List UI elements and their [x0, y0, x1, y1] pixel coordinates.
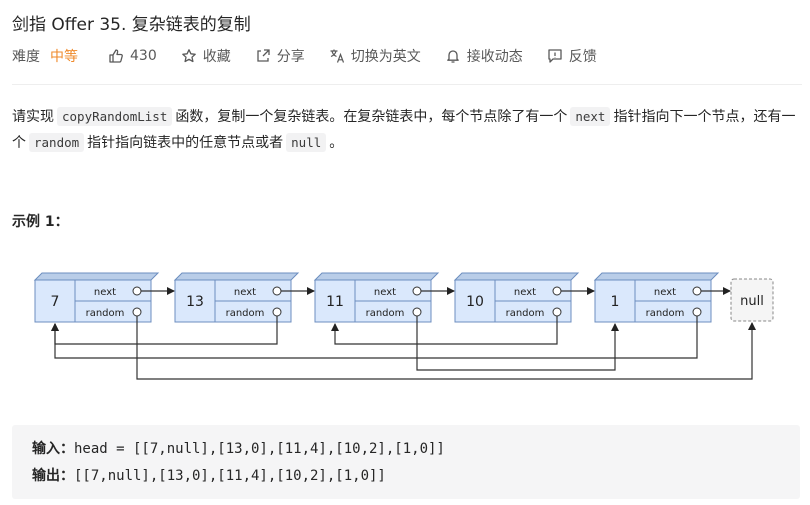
switch-language-label: 切换为英文 — [350, 49, 421, 65]
random-arrow — [51, 316, 698, 359]
random-label: random — [506, 308, 545, 319]
desc-text-2: 函数，复制一个复杂链表。在复杂链表中，每个节点除了有一个 — [175, 109, 568, 125]
next-pointer-dot — [412, 286, 422, 296]
node-random-cell — [634, 300, 712, 323]
inline-code-random: random — [29, 133, 85, 152]
share-label: 分享 — [276, 49, 305, 65]
random-label: random — [86, 308, 125, 319]
random-pointer-dot — [412, 307, 422, 317]
header-divider — [12, 84, 802, 85]
list-node: 11 next random — [313, 272, 440, 323]
node-value: 13 — [186, 294, 204, 310]
node-random-cell — [354, 300, 432, 323]
node-value: 10 — [466, 294, 484, 310]
bell-icon — [446, 50, 459, 63]
difficulty-badge: 中等 — [50, 49, 78, 65]
node-value-cell — [34, 279, 76, 323]
input-value: head = [[7,null],[13,0],[11,4],[10,2],[1… — [74, 441, 445, 457]
node-top-face — [313, 272, 440, 281]
feedback-label: 反馈 — [568, 49, 597, 65]
inline-code-null: null — [286, 133, 327, 152]
node-value: 11 — [326, 294, 344, 310]
node-random-cell — [494, 300, 572, 323]
node-top-face — [33, 272, 160, 281]
next-pointer-dot — [692, 286, 702, 296]
thumbs-up-icon — [109, 49, 123, 63]
example-io-block: 输入：head = [[7,null],[13,0],[11,4],[10,2]… — [12, 425, 800, 499]
translate-icon — [330, 49, 344, 63]
node-value: 7 — [51, 294, 60, 310]
example-title: 示例 1： — [12, 214, 69, 230]
linked-list-diagram: 7 next random 13 next random 11 next random 10 nex… — [33, 272, 774, 380]
next-label: next — [514, 287, 536, 298]
next-label: next — [234, 287, 256, 298]
random-pointer-dot — [132, 307, 142, 317]
inline-code-function: copyRandomList — [57, 107, 173, 126]
random-arrow — [331, 316, 558, 345]
node-value-cell — [174, 279, 216, 323]
null-node: null — [730, 278, 774, 322]
input-line: 输入：head = [[7,null],[13,0],[11,4],[10,2]… — [32, 438, 445, 458]
next-label: next — [654, 287, 676, 298]
desc-text-5: 。 — [329, 135, 344, 151]
input-label: 输入： — [32, 441, 74, 457]
node-top-face — [173, 272, 300, 281]
next-pointer-dot — [272, 286, 282, 296]
random-arrow — [416, 316, 619, 371]
node-top-face — [453, 272, 580, 281]
like-count: 430 — [130, 48, 157, 64]
problem-meta-bar: 难度 中等 430 收藏 分享 切换为英文 接收动态 反馈 — [12, 46, 621, 66]
desc-text-1: 请实现 — [12, 109, 54, 125]
feedback-button[interactable]: 反馈 — [547, 46, 597, 66]
node-random-cell — [74, 300, 152, 323]
random-pointer-dot — [272, 307, 282, 317]
collect-button[interactable]: 收藏 — [181, 46, 231, 66]
share-button[interactable]: 分享 — [255, 46, 305, 66]
list-node: 1 next random — [593, 272, 720, 323]
null-box — [730, 278, 774, 322]
notify-button[interactable]: 接收动态 — [445, 46, 523, 66]
like-button[interactable]: 430 — [108, 48, 157, 64]
desc-text-4: 指针指向链表中的任意节点或者 — [87, 135, 284, 151]
next-pointer-dot — [132, 286, 142, 296]
share-icon — [257, 49, 270, 62]
random-pointer-dot — [692, 307, 702, 317]
collect-label: 收藏 — [202, 49, 231, 65]
random-label: random — [226, 308, 265, 319]
list-node: 10 next random — [453, 272, 580, 323]
random-label: random — [646, 308, 685, 319]
output-value: [[7,null],[13,0],[11,4],[10,2],[1,0]] — [74, 468, 386, 484]
random-pointer-dot — [552, 307, 562, 317]
list-node: 7 next random — [33, 272, 160, 323]
difficulty-label: 难度 — [12, 49, 40, 65]
switch-language-button[interactable]: 切换为英文 — [329, 46, 421, 66]
notify-label: 接收动态 — [466, 49, 523, 65]
next-pointer-dot — [552, 286, 562, 296]
output-line: 输出：[[7,null],[13,0],[11,4],[10,2],[1,0]] — [32, 465, 386, 485]
null-label: null — [740, 294, 764, 309]
feedback-icon — [548, 49, 562, 63]
node-value: 1 — [611, 294, 620, 310]
inline-code-next: next — [570, 107, 611, 126]
list-node: 13 next random — [173, 272, 300, 323]
node-value-cell — [594, 279, 636, 323]
next-label: next — [94, 287, 116, 298]
next-label: next — [374, 287, 396, 298]
star-icon — [181, 49, 196, 63]
output-label: 输出： — [32, 468, 74, 484]
random-arrow — [136, 316, 756, 380]
desc-text-3: 指针指向下一个节点，还有一个 — [12, 109, 796, 151]
node-random-cell — [214, 300, 292, 323]
node-value-cell — [314, 279, 356, 323]
problem-title: 剑指 Offer 35. 复杂链表的复制 — [12, 15, 251, 35]
node-top-face — [593, 272, 720, 281]
random-label: random — [366, 308, 405, 319]
